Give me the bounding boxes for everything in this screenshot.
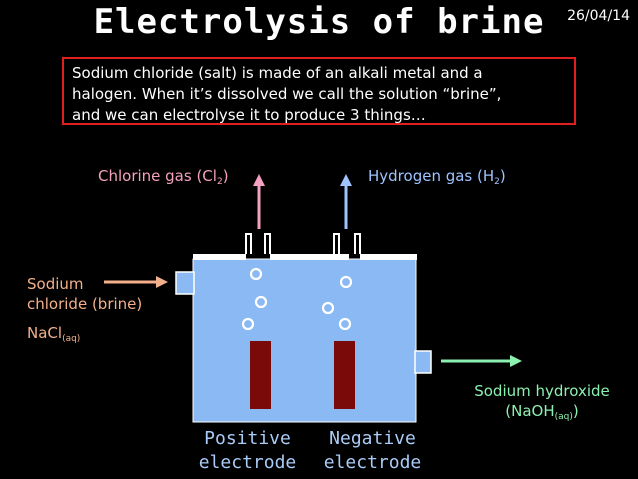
naoh-text: (NaOH [505, 402, 555, 420]
intro-line-3: and we can electrolyse it to produce 3 t… [72, 106, 426, 124]
intro-box: Sodium chloride (salt) is made of an alk… [62, 57, 576, 125]
positive-line-1: Positive [204, 428, 291, 449]
bubble [338, 317, 352, 331]
intro-line-1: Sodium chloride (salt) is made of an alk… [72, 64, 483, 82]
tank-top-left [193, 254, 246, 260]
naoh-close: ) [572, 402, 579, 420]
hydrogen-subscript: 2 [494, 177, 500, 187]
hydrogen-gas-label: Hydrogen gas (H2) [368, 167, 506, 187]
sodium-chloride-line-2: chloride (brine) [27, 295, 143, 313]
intro-line-2: halogen. When it’s dissolved we call the… [72, 85, 502, 103]
naoh-outlet-tube [414, 350, 432, 374]
date-label: 26/04/14 [567, 8, 630, 24]
bubble [254, 295, 268, 309]
chlorine-subscript: 2 [216, 177, 223, 187]
negative-line-1: Negative [329, 428, 416, 449]
hydrogen-outlet-tube [333, 233, 340, 254]
negative-line-2: electrode [323, 452, 422, 473]
bubble [249, 267, 263, 281]
naoh-subscript: (aq) [554, 412, 573, 422]
sodium-hydroxide-label: Sodium hydroxide (NaOH(aq)) [462, 381, 622, 427]
bubble [241, 317, 255, 331]
hydrogen-outlet-tube-right [354, 233, 361, 254]
sodium-chloride-label: Sodium chloride (brine) NaCl(aq) [27, 274, 142, 349]
chlorine-outlet-tube-right [264, 233, 271, 254]
brine-inlet-tube [175, 271, 195, 295]
nacl-text: NaCl [27, 324, 63, 342]
nacl-formula: NaCl(aq) [27, 323, 142, 349]
negative-electrode [334, 341, 355, 409]
bubble [339, 275, 353, 289]
nacl-subscript: (aq) [62, 334, 81, 344]
bubble [321, 301, 335, 315]
hydrogen-text: Hydrogen gas (H [368, 167, 495, 185]
tank [192, 258, 417, 423]
tank-top-right [360, 254, 417, 260]
negative-electrode-label: Negative electrode [315, 427, 430, 475]
page-title: Electrolysis of brine [93, 2, 545, 42]
positive-electrode [250, 341, 271, 409]
hydrogen-close: ) [499, 167, 506, 185]
chlorine-gas-label: Chlorine gas (Cl2) [98, 167, 229, 187]
positive-electrode-label: Positive electrode [190, 427, 305, 475]
sodium-chloride-line-1: Sodium [27, 275, 84, 293]
chlorine-close: ) [222, 167, 229, 185]
positive-line-2: electrode [198, 452, 297, 473]
naoh-formula: (NaOH(aq)) [462, 401, 622, 427]
chlorine-text: Chlorine gas (Cl [98, 167, 217, 185]
tank-top-middle [270, 254, 349, 260]
sodium-hydroxide-line-1: Sodium hydroxide [474, 382, 610, 400]
chlorine-outlet-tube [245, 233, 252, 254]
